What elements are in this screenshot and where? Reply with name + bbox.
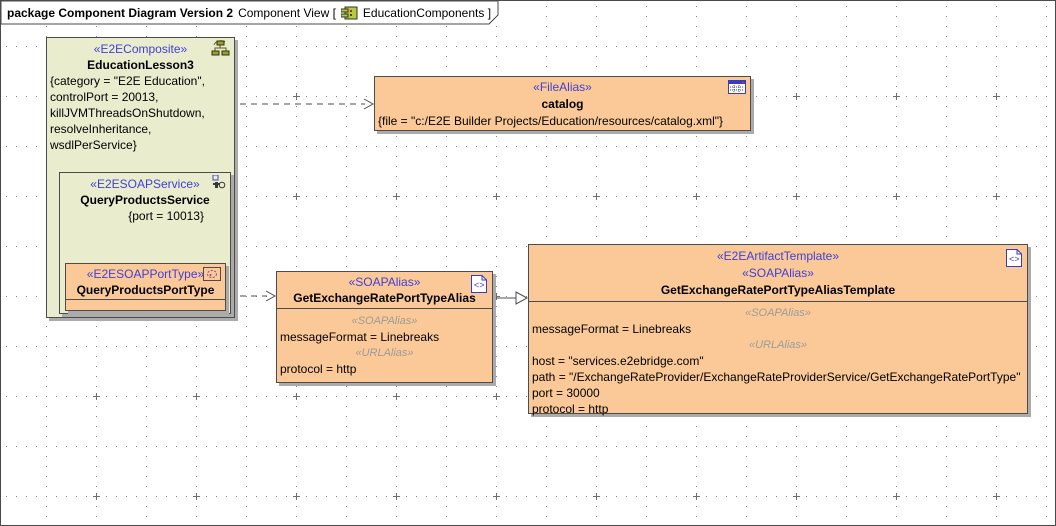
stereotype-label: «E2EArtifactTemplate»	[716, 249, 840, 263]
property-line: controlPort = 20013,	[50, 90, 159, 104]
exchange-rate-alias-template-node[interactable]: «E2EArtifactTemplate» «SOAPAlias» GetExc…	[528, 244, 1028, 417]
properties-compartment: «SOAPAlias» messageFormat = Linebreaks «…	[277, 309, 492, 377]
dependency-edge-lesson-to-catalog[interactable]	[238, 96, 378, 112]
node-name: catalog	[541, 97, 584, 111]
diagram-title: package Component Diagram Version 2 Comp…	[7, 4, 491, 21]
diagram-name-label: EducationComponents ]	[362, 5, 492, 20]
query-products-port-type-node[interactable]: «E2ESOAPPortType» QueryProductsPortType	[65, 263, 226, 311]
property-line: killJVMThreadsOnShutdown,	[50, 106, 205, 120]
property-line: {port = 10013}	[128, 209, 204, 223]
section-heading: «SOAPAlias»	[351, 315, 418, 327]
section-heading: «URLAlias»	[355, 347, 414, 359]
stereotype-label: «FileAlias»	[533, 80, 592, 94]
node-name: EducationLesson3	[87, 58, 194, 72]
stereotype-label: «SOAPAlias»	[742, 266, 814, 280]
section-heading: «URLAlias»	[748, 339, 808, 351]
stereotype-label: «SOAPAlias»	[348, 275, 421, 289]
property-line: wsdlPerService}	[50, 138, 137, 152]
stereotype-label: «E2EComposite»	[93, 42, 188, 56]
dependency-edge-porttype-to-alias[interactable]	[239, 288, 279, 304]
property-line: messageFormat = Linebreaks	[280, 330, 440, 344]
stereotype-label: «E2ESOAPPortType»	[86, 267, 205, 281]
diagram-title-tab	[1, 1, 499, 25]
property-line: host = "services.e2ebridge.com"	[532, 354, 704, 368]
node-name: GetExchangeRatePortTypeAliasTemplate	[660, 283, 896, 297]
exchange-rate-alias-node[interactable]: «SOAPAlias» GetExchangeRatePortTypeAlias…	[276, 271, 493, 383]
property-line: {category = "E2E Education",	[50, 74, 205, 88]
property-line: path = "/ExchangeRateProvider/ExchangeRa…	[532, 370, 1021, 384]
property-line: resolveInheritance,	[50, 122, 152, 136]
properties-compartment: «SOAPAlias» messageFormat = Linebreaks «…	[529, 302, 1027, 417]
diagram-kind-label: package Component Diagram Version 2	[7, 5, 234, 20]
stereotype-label: «E2ESOAPService»	[90, 177, 200, 191]
property-line: protocol = http	[280, 362, 357, 376]
diagram-view-label: Component View [	[238, 5, 336, 20]
node-name: GetExchangeRatePortTypeAlias	[293, 291, 476, 305]
property-line: port = 30000	[532, 386, 600, 400]
catalog-node[interactable]: «FileAlias» catalog {file = "c:/E2E Buil…	[374, 76, 751, 131]
section-heading: «SOAPAlias»	[745, 307, 811, 319]
node-name: QueryProductsService	[80, 193, 210, 207]
property-line: protocol = http	[532, 402, 609, 416]
empty-compartment	[66, 300, 225, 311]
generalization-edge-alias-to-template[interactable]	[495, 290, 530, 307]
property-line: messageFormat = Linebreaks	[532, 322, 692, 336]
component-icon	[340, 6, 358, 19]
node-name: QueryProductsPortType	[76, 283, 215, 297]
property-line: {file = "c:/E2E Builder Projects/Educati…	[378, 114, 724, 128]
